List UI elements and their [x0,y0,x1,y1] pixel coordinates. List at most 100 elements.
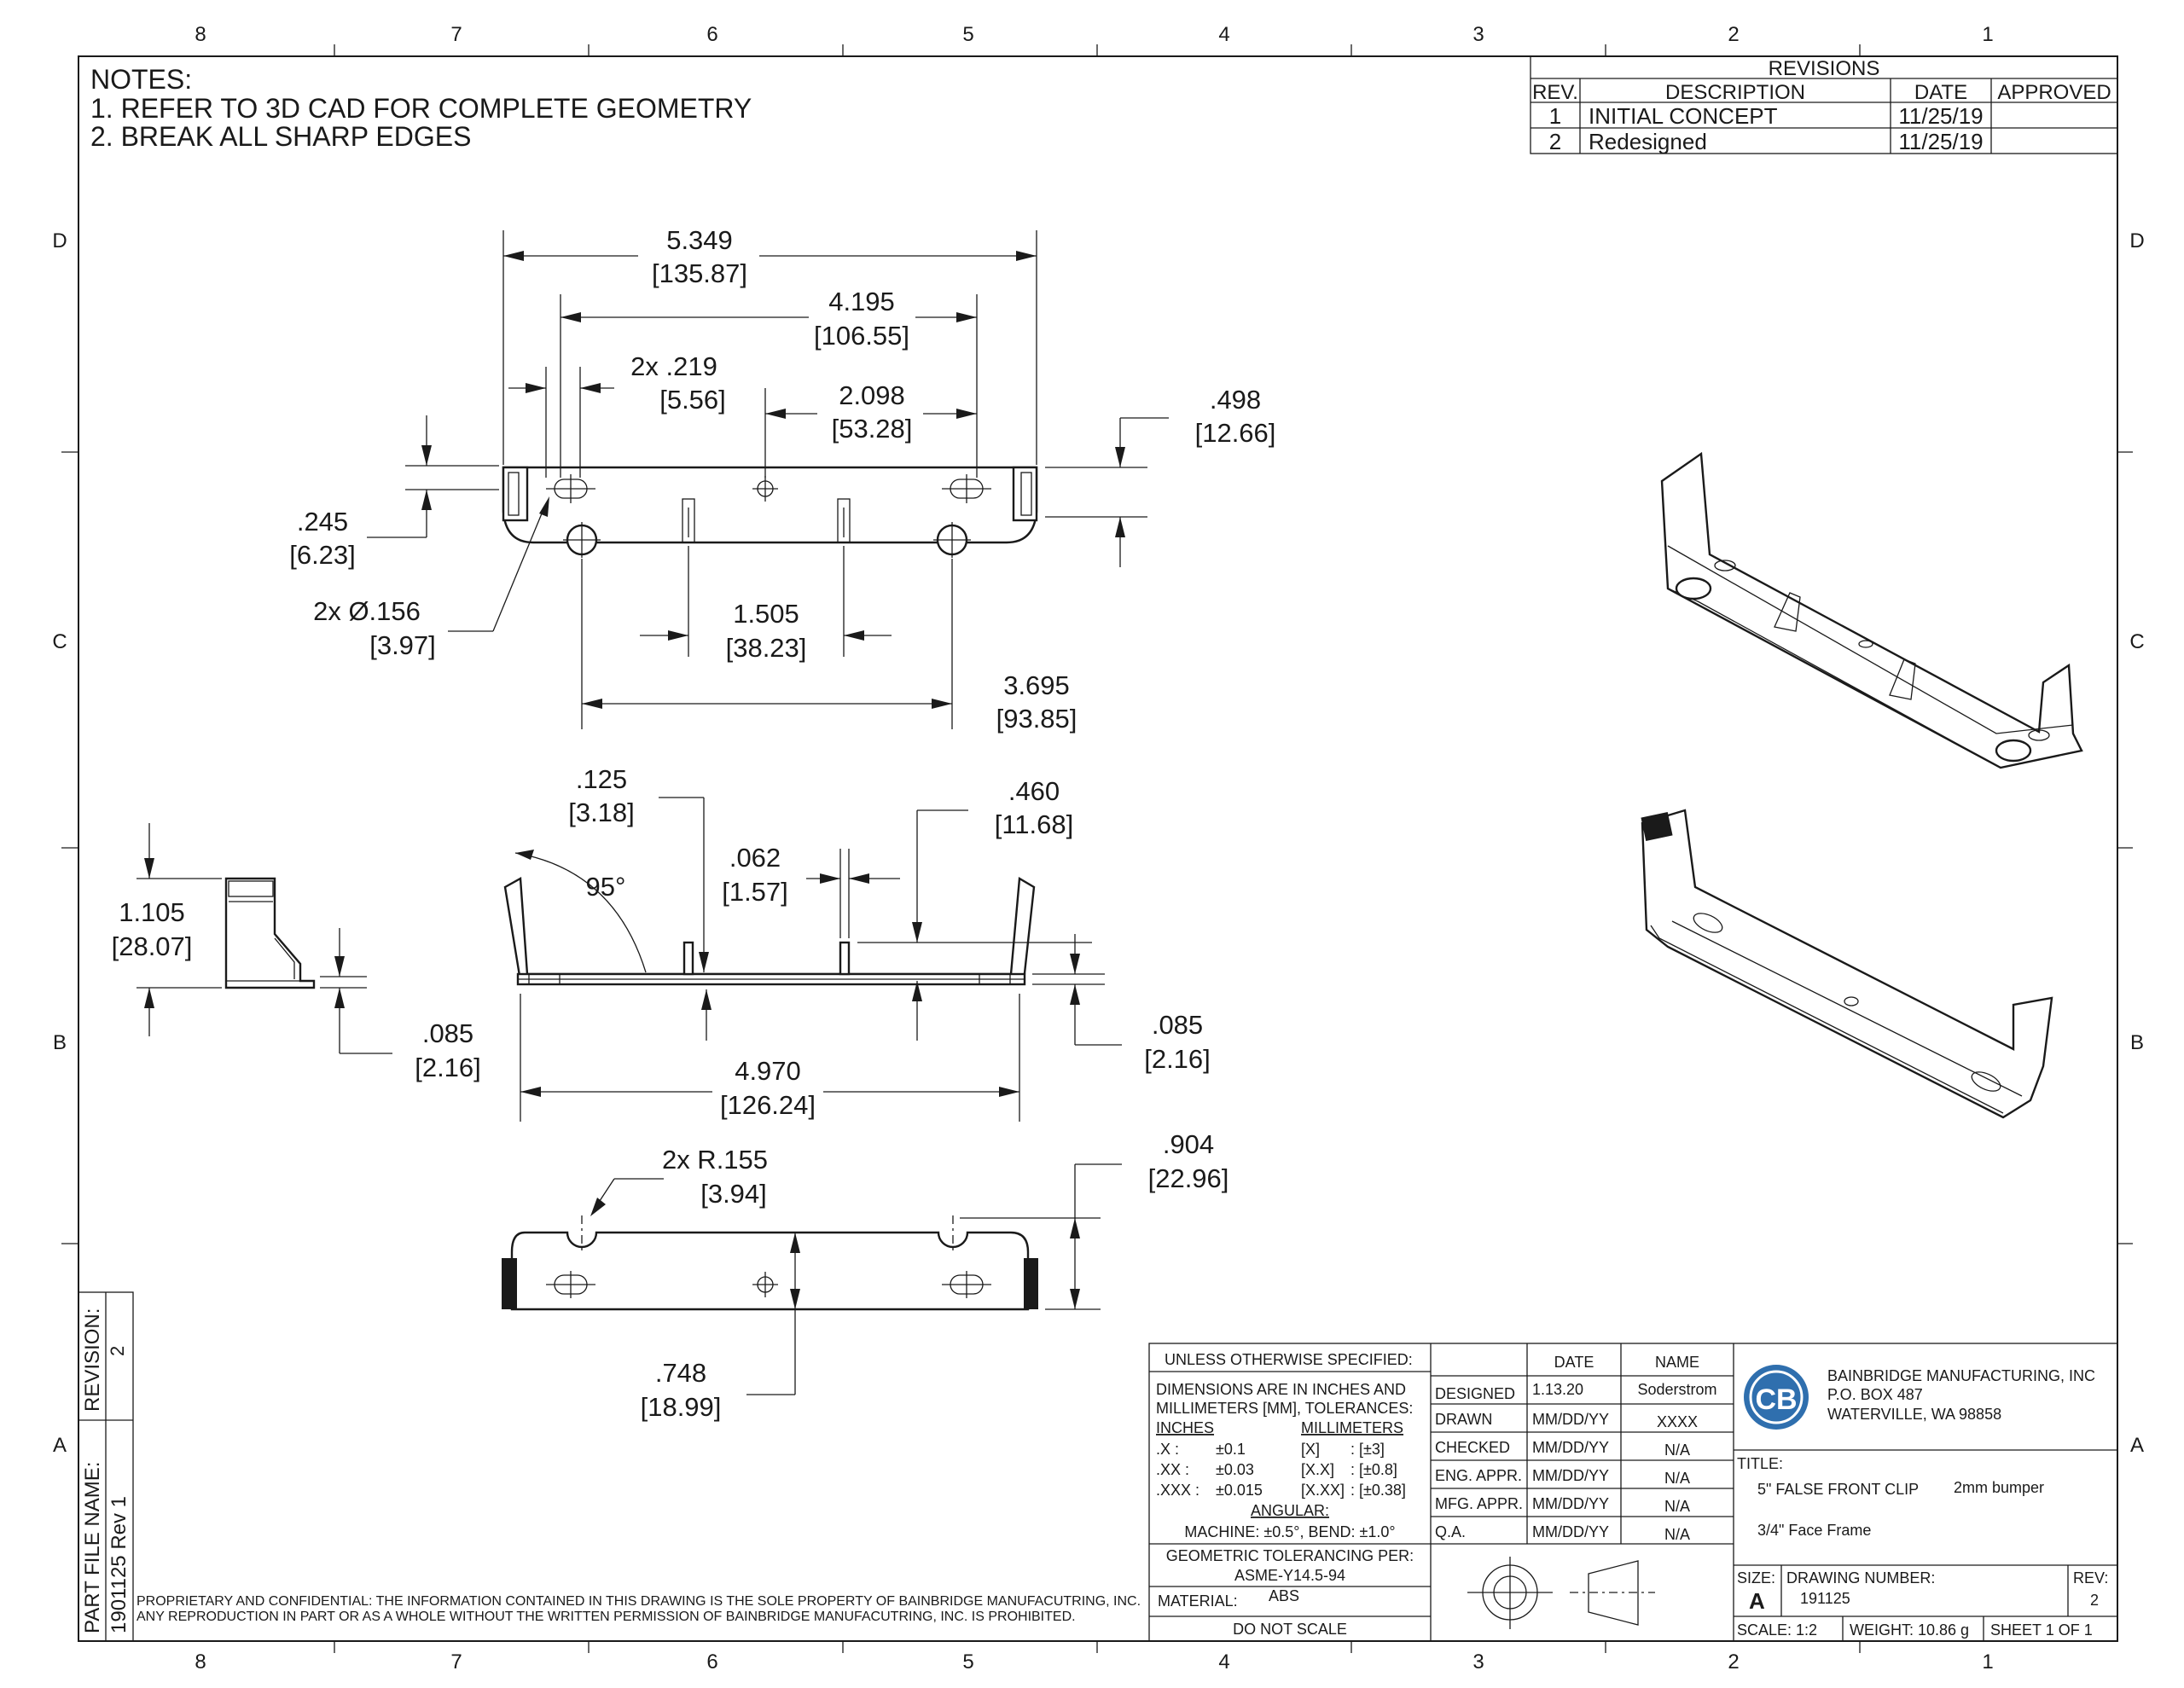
angular-value: MACHINE: ±0.5°, BEND: ±1.0° [1184,1523,1395,1540]
zone-row-right: B [2130,1031,2144,1054]
rev-cell: 1 [1549,103,1561,129]
name-header: NAME [1655,1354,1699,1371]
tol-key: .X : [1156,1441,1179,1458]
isometric-view-top [1660,451,2083,769]
drawing-info: TITLE: 5" FALSE FRONT CLIP 2mm bumper 3/… [1737,1455,2108,1639]
front-view-dimensions: 95° .125 [3.18] .062 [1.57] .460 [11.68] [514,764,1211,1122]
top-view-dimensions: 5.349 [135.87] 4.195 [106.55] 2x .219 [5… [289,225,1275,734]
title-line: 5" FALSE FRONT CLIP [1757,1481,1919,1498]
angular-label: ANGULAR: [1251,1502,1329,1519]
tol-val: ±0.015 [1216,1482,1263,1499]
tol-mval: : [±0.8] [1350,1461,1397,1478]
tol-val: ±0.1 [1216,1441,1246,1458]
zone-col-bottom: 6 [706,1650,717,1673]
zone-row-left: C [52,630,67,653]
mm-label: MILLIMETERS [1301,1419,1403,1436]
tol-line: DIMENSIONS ARE IN INCHES AND [1156,1381,1406,1398]
zone-col-bottom: 2 [1728,1650,1739,1673]
tol-mval: : [±0.38] [1350,1482,1406,1499]
dim-text: [2.16] [415,1053,481,1082]
rev-header: REV. [1532,81,1578,104]
dim-text: 4.195 [828,287,895,316]
rev-value: 2 [2090,1592,2099,1609]
dim-text: .904 [1163,1129,1214,1159]
title-block [1148,1343,2118,1642]
dim-text: 2x R.155 [662,1145,768,1175]
tol-mkey: [X.XX] [1301,1482,1345,1499]
notes-block: NOTES: 1. REFER TO 3D CAD FOR COMPLETE G… [90,64,752,152]
company-name: BAINBRIDGE MANUFACTURING, INC [1827,1367,2095,1384]
dim-text: 1.105 [119,897,185,927]
date-header: DATE [1914,81,1967,104]
zone-row-right: C [2129,630,2144,653]
dim-text: [126.24] [720,1090,816,1120]
dim-text: [106.55] [814,321,909,351]
description-header: DESCRIPTION [1665,81,1805,104]
zone-col-top: 3 [1472,23,1484,46]
name-cell: N/A [1664,1498,1690,1515]
zone-col-bottom: 3 [1472,1650,1484,1673]
tol-mkey: [X.X] [1301,1461,1334,1478]
weight-text: WEIGHT: 10.86 g [1850,1621,1969,1639]
zone-col-top: 5 [962,23,973,46]
date-cell: MM/DD/YY [1532,1495,1609,1512]
zone-col-bottom: 7 [450,1650,462,1673]
revision-value: 2 [107,1346,128,1356]
size-value: A [1749,1588,1765,1614]
zone-row-right: A [2130,1434,2144,1457]
dim-text: [3.94] [700,1179,767,1209]
date-cell: MM/DD/YY [1532,1439,1609,1456]
zone-col-bottom: 1 [1982,1650,1993,1673]
dim-text: 3.695 [1003,670,1070,700]
part-file-label: PART FILE NAME: [81,1462,104,1633]
dim-text: 2.098 [839,380,905,410]
notes-heading: NOTES: [90,64,192,95]
zone-col-top: 8 [195,23,206,46]
rev-label: REV: [2073,1569,2108,1586]
dim-text: [6.23] [289,540,356,570]
rev-cell: 2 [1549,129,1561,154]
role-cell: DRAWN [1435,1411,1492,1428]
date-cell: 1.13.20 [1532,1381,1583,1398]
dim-text: [22.96] [1148,1163,1229,1193]
company-address: P.O. BOX 487 [1827,1386,1923,1403]
dim-text: [3.97] [369,630,436,660]
name-cell: Soderstrom [1637,1381,1716,1398]
name-cell: N/A [1664,1470,1690,1487]
zone-row-left: A [53,1434,67,1457]
tol-val: ±0.03 [1216,1461,1254,1478]
dim-text: [38.23] [726,633,807,663]
dim-text: [2.16] [1144,1044,1211,1074]
part-file-value: 1901125 Rev 1 [107,1496,131,1633]
date-cell: MM/DD/YY [1532,1523,1609,1540]
dim-text: .085 [1152,1010,1203,1040]
dim-text: .085 [422,1018,473,1048]
title-label: TITLE: [1737,1455,1783,1472]
company-logo-text: CB [1755,1383,1797,1416]
zone-col-top: 7 [450,23,462,46]
date-cell: MM/DD/YY [1532,1411,1609,1428]
title-line: 3/4" Face Frame [1757,1522,1871,1539]
tol-header: UNLESS OTHERWISE SPECIFIED: [1165,1351,1413,1368]
tol-key: .XXX : [1156,1482,1199,1499]
dim-text: .245 [297,507,348,537]
name-cell: N/A [1664,1526,1690,1543]
zone-row-left: D [52,229,67,252]
zone-col-top: 1 [1982,23,1993,46]
role-cell: MFG. APPR. [1435,1495,1523,1512]
name-cell: XXXX [1657,1413,1698,1430]
dim-text: [5.56] [659,385,726,415]
role-cell: ENG. APPR. [1435,1467,1522,1484]
note-item: 2. BREAK ALL SHARP EDGES [90,121,471,152]
proprietary-notice: PROPRIETARY AND CONFIDENTIAL: THE INFORM… [136,1594,1141,1624]
role-cell: DESIGNED [1435,1385,1515,1402]
dim-text: .460 [1008,776,1060,806]
zone-col-top: 2 [1728,23,1739,46]
dim-text: [18.99] [641,1392,722,1422]
dim-text: [1.57] [722,877,788,907]
zone-ticks [61,44,2133,1653]
date-header: DATE [1554,1354,1594,1371]
revisions-table: REVISIONS REV. DESCRIPTION DATE APPROVED… [1530,55,2118,154]
drawing-number-label: DRAWING NUMBER: [1786,1569,1935,1586]
